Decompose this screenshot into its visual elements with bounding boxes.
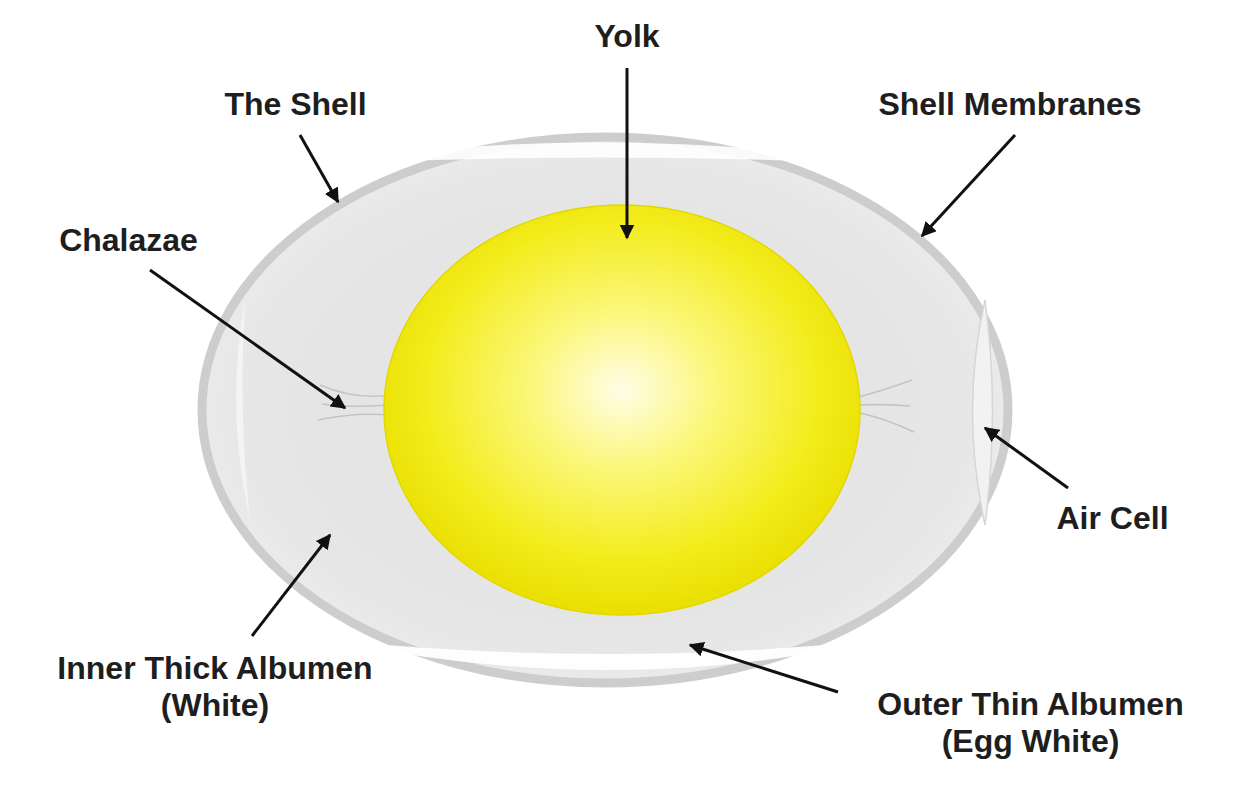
leader-arrow xyxy=(150,270,345,408)
leader-arrow xyxy=(252,535,330,636)
part-label: Yolk xyxy=(592,18,662,55)
leader-arrow xyxy=(626,68,629,238)
leader-arrow xyxy=(922,135,1015,236)
part-label: Chalazae xyxy=(57,222,200,259)
thin-albumen-highlight xyxy=(300,143,900,166)
leader-arrow xyxy=(985,428,1068,488)
yolk xyxy=(384,205,860,615)
part-label: Shell Membranes xyxy=(876,86,1144,123)
part-label: Outer Thin Albumen (Egg White) xyxy=(875,686,1186,760)
part-label: Inner Thick Albumen (White) xyxy=(55,650,375,724)
part-label: Air Cell xyxy=(1054,500,1171,537)
air-cell xyxy=(973,300,993,525)
egg-shell xyxy=(202,137,1008,683)
leader-arrows xyxy=(150,68,1068,692)
part-label: The Shell xyxy=(222,86,369,123)
leader-arrow xyxy=(690,645,838,692)
thin-albumen-highlight xyxy=(330,640,880,670)
leader-arrow xyxy=(300,135,338,202)
